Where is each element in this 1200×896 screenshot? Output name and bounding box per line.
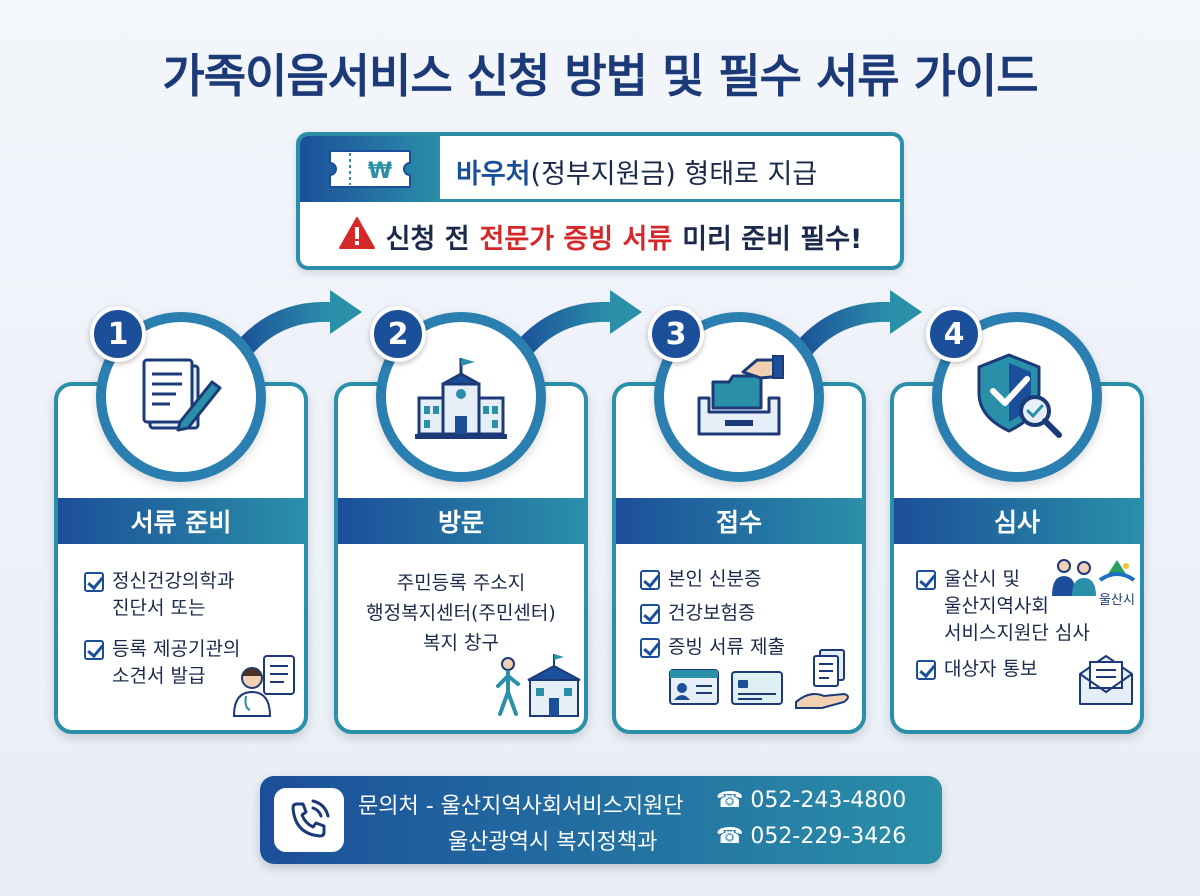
page-title: 가족이음서비스 신청 방법 및 필수 서류 가이드 [162, 49, 1038, 103]
step-1-item-2: 등록 제공기관의 소견서 발급 [84, 636, 240, 690]
document-pen-icon [142, 358, 222, 432]
ulsan-logo-text: 울산시 [1099, 593, 1135, 608]
step-3-number: 3 [648, 306, 704, 362]
id-card-icon [669, 669, 719, 705]
contact-org-2: 울산광역시 복지정책과 [448, 830, 658, 855]
voucher-info-box: ₩ 바우처(정부지원금) 형태로 지급 신청 전 전문가 증빙 서류 미리 준비… [296, 132, 904, 270]
step-4-body: 울산시 및 울산지역사회 서비스지원단 심사 대상자 통보 울산시 [894, 556, 1140, 726]
voucher-text: 바우처(정부지원금) 형태로 지급 [456, 152, 817, 191]
step-4-number: 4 [926, 306, 982, 362]
contact-label: 문의처 - [358, 794, 441, 819]
checkbox-icon [916, 570, 936, 590]
step-1-number: 1 [90, 306, 146, 362]
voucher-highlight: 바우처 [456, 159, 531, 190]
step-card-2: 방문 주민등록 주소지 행정복지센터(주민센터) 복지 창구 [334, 382, 588, 734]
ulsan-emblem-icon [1098, 560, 1136, 582]
contact-phone-2: ☎ 052-229-3426 [716, 824, 907, 849]
envelope-notice-icon [1079, 655, 1133, 705]
voucher-ticket-icon: ₩ [300, 136, 440, 202]
warning-part2: 전문가 증빙 서류 [479, 223, 673, 255]
ulsan-logo: 울산시 [1096, 558, 1138, 608]
step-1-title: 서류 준비 [58, 498, 304, 544]
checkbox-icon [84, 572, 104, 592]
step-1-icon-circle [96, 312, 266, 482]
walking-person-building-icon [496, 654, 581, 717]
contact-org-1: 울산지역사회서비스지원단 [440, 794, 684, 819]
hand-submit-documents-icon [795, 649, 849, 709]
arrow-2-to-3 [505, 290, 642, 370]
step-3-item-1: 본인 신분증 [640, 566, 761, 593]
step-3-icon-circle [654, 312, 824, 482]
step-3-body: 본인 신분증 건강보험증 증빙 서류 제출 [616, 556, 862, 726]
checkbox-icon [640, 570, 660, 590]
checkbox-icon [916, 660, 936, 680]
step-2-text: 주민등록 주소지 행정복지센터(주민센터) 복지 창구 [366, 572, 556, 654]
warning-part1: 신청 전 [385, 223, 470, 255]
doctor-document-icon [232, 655, 295, 717]
reviewers-icon [1052, 559, 1096, 596]
step-4-item-1: 울산시 및 울산지역사회 서비스지원단 심사 [916, 566, 1090, 647]
step-2-title: 방문 [338, 498, 584, 544]
warning-part3: 미리 준비 필수! [682, 223, 863, 255]
currency-symbol: ₩ [368, 159, 392, 184]
phone-icon [274, 788, 344, 852]
government-building-icon [415, 358, 507, 439]
shield-check-magnifier-icon [977, 353, 1062, 438]
step-2-number: 2 [370, 306, 426, 362]
voucher-row: ₩ 바우처(정부지원금) 형태로 지급 [300, 136, 900, 202]
arrow-1-to-2 [225, 290, 362, 370]
warning-row: 신청 전 전문가 증빙 서류 미리 준비 필수! [300, 206, 900, 266]
step-card-1: 서류 준비 정신건강의학과 진단서 또는 등록 제공기관의 소견서 발급 [54, 382, 308, 734]
step-3-title: 접수 [616, 498, 862, 544]
step-1-body: 정신건강의학과 진단서 또는 등록 제공기관의 소견서 발급 [58, 556, 304, 726]
contact-bar: 문의처 - 울산지역사회서비스지원단 ☎ 052-243-4800 울산광역시 … [260, 776, 942, 864]
inbox-tray-icon [697, 355, 784, 436]
step-3-item-3: 증빙 서류 제출 [640, 634, 785, 661]
step-2-body: 주민등록 주소지 행정복지센터(주민센터) 복지 창구 [338, 556, 584, 726]
warning-icon [338, 216, 376, 257]
step-1-item-1: 정신건강의학과 진단서 또는 [84, 568, 234, 622]
checkbox-icon [84, 640, 104, 660]
voucher-rest: (정부지원금) 형태로 지급 [530, 159, 818, 190]
contact-line-1: 문의처 - 울산지역사회서비스지원단 [358, 788, 684, 820]
step-4-title: 심사 [894, 498, 1140, 544]
step-3-item-2: 건강보험증 [640, 600, 755, 627]
checkbox-icon [640, 604, 660, 624]
contact-phone-1: ☎ 052-243-4800 [716, 788, 907, 813]
checkbox-icon [640, 638, 660, 658]
step-4-item-2: 대상자 통보 [916, 656, 1037, 683]
arrow-3-to-4 [785, 290, 922, 370]
insurance-card-icon [731, 671, 783, 705]
